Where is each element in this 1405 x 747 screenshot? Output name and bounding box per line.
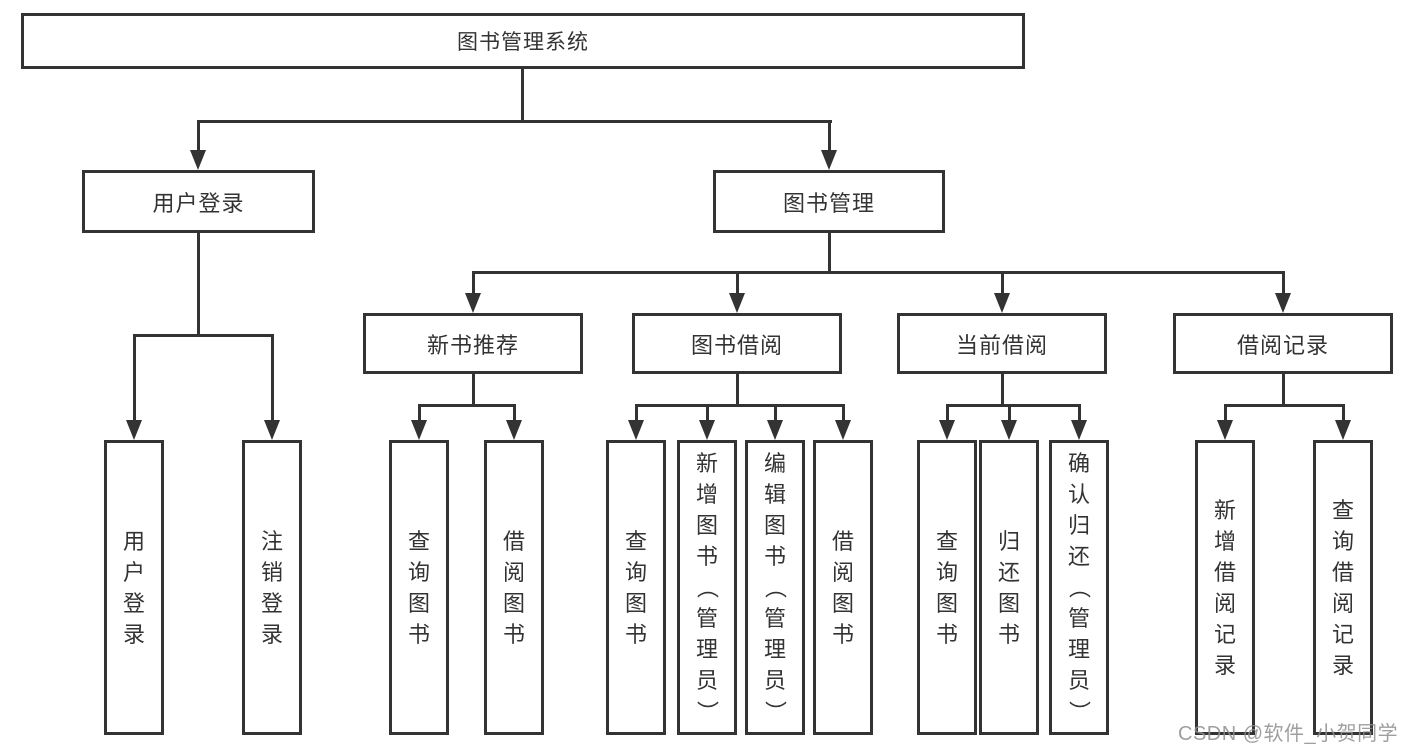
leaf-logout: 注销登录 [242,440,302,735]
connector-line [946,404,949,422]
node-label: 借阅图书 [831,528,854,647]
connector-line [472,374,475,406]
arrow-down-icon [767,420,783,440]
connector-line [418,404,516,407]
arrow-down-icon [994,293,1010,313]
node-label: 新增借阅记录 [1213,497,1236,678]
connector-line [133,334,274,337]
node-book-borrowing: 图书借阅 [632,313,842,374]
connector-line [271,334,274,422]
connector-line [513,404,516,422]
connector-line [842,404,845,422]
arrow-down-icon [1071,420,1087,440]
leaf-query-borrow-record: 查询借阅记录 [1313,440,1373,735]
node-label: 用户登录 [152,190,245,216]
connector-line [1282,374,1285,406]
leaf-query-books-borrowing: 查询图书 [606,440,666,735]
node-label: 图书管理 [782,190,875,216]
node-label: 新增图书（管理员） [694,451,720,723]
leaf-add-borrow-record: 新增借阅记录 [1195,440,1255,735]
arrow-down-icon [1001,420,1017,440]
node-label: 图书管理系统 [457,31,589,54]
connector-line [418,404,421,422]
connector-line [1001,374,1004,406]
connector-line [706,404,709,422]
connector-line [1224,404,1227,422]
arrow-down-icon [729,293,745,313]
connector-line [1224,404,1345,407]
leaf-borrow-books: 借阅图书 [813,440,873,735]
leaf-user-login: 用户登录 [104,440,164,735]
connector-line [828,120,831,152]
leaf-edit-books-admin: 编辑图书（管理员） [745,440,805,735]
connector-line [1008,404,1011,422]
node-label: 查询借阅记录 [1331,497,1354,678]
node-current-borrowing: 当前借阅 [897,313,1107,374]
node-label: 注销登录 [260,528,283,647]
leaf-confirm-return-admin: 确认归还（管理员） [1049,440,1109,735]
arrow-down-icon [264,420,280,440]
leaf-query-books-recommend: 查询图书 [389,440,449,735]
node-user-login: 用户登录 [82,170,315,233]
node-label: 编辑图书（管理员） [762,451,788,723]
node-book-management: 图书管理 [713,170,945,233]
node-label: 新书推荐 [426,332,519,358]
csdn-watermark: CSDN @软件_小贺同学 [1178,723,1399,745]
node-label: 用户登录 [122,528,145,647]
connector-line [736,374,739,406]
arrow-down-icon [821,150,837,170]
arrow-down-icon [939,420,955,440]
arrow-down-icon [835,420,851,440]
node-label: 借阅图书 [502,528,525,647]
connector-line [472,271,1285,274]
connector-line [133,334,136,422]
node-label: 确认归还（管理员） [1066,451,1092,723]
arrow-down-icon [1335,420,1351,440]
connector-line [197,120,200,152]
arrow-down-icon [699,420,715,440]
connector-line [1282,271,1285,295]
arrow-down-icon [465,293,481,313]
node-label: 查询图书 [935,528,958,647]
connector-line [472,271,475,295]
connector-line [1342,404,1345,422]
arrow-down-icon [628,420,644,440]
node-label: 图书借阅 [690,332,783,358]
node-library-management-system: 图书管理系统 [21,13,1025,69]
node-new-book-recommend: 新书推荐 [363,313,583,374]
arrow-down-icon [1275,293,1291,313]
leaf-add-books-admin: 新增图书（管理员） [677,440,737,735]
connector-line [197,120,832,123]
connector-line [828,233,831,273]
arrow-down-icon [1217,420,1233,440]
leaf-return-books: 归还图书 [979,440,1039,735]
connector-line [635,404,638,422]
node-label: 当前借阅 [955,332,1048,358]
arrow-down-icon [126,420,142,440]
arrow-down-icon [506,420,522,440]
node-label: 查询图书 [407,528,430,647]
node-borrowing-records: 借阅记录 [1173,313,1393,374]
leaf-query-books-current: 查询图书 [917,440,977,735]
connector-line [774,404,777,422]
connector-line [946,404,1081,407]
connector-line [197,233,200,337]
node-label: 借阅记录 [1236,332,1329,358]
node-label: 查询图书 [624,528,647,647]
connector-line [521,68,524,123]
leaf-borrow-books-recommend: 借阅图书 [484,440,544,735]
connector-line [736,271,739,295]
node-label: 归还图书 [997,528,1020,647]
arrow-down-icon [411,420,427,440]
connector-line [1001,271,1004,295]
connector-line [635,404,845,407]
arrow-down-icon [190,150,206,170]
connector-line [1078,404,1081,422]
